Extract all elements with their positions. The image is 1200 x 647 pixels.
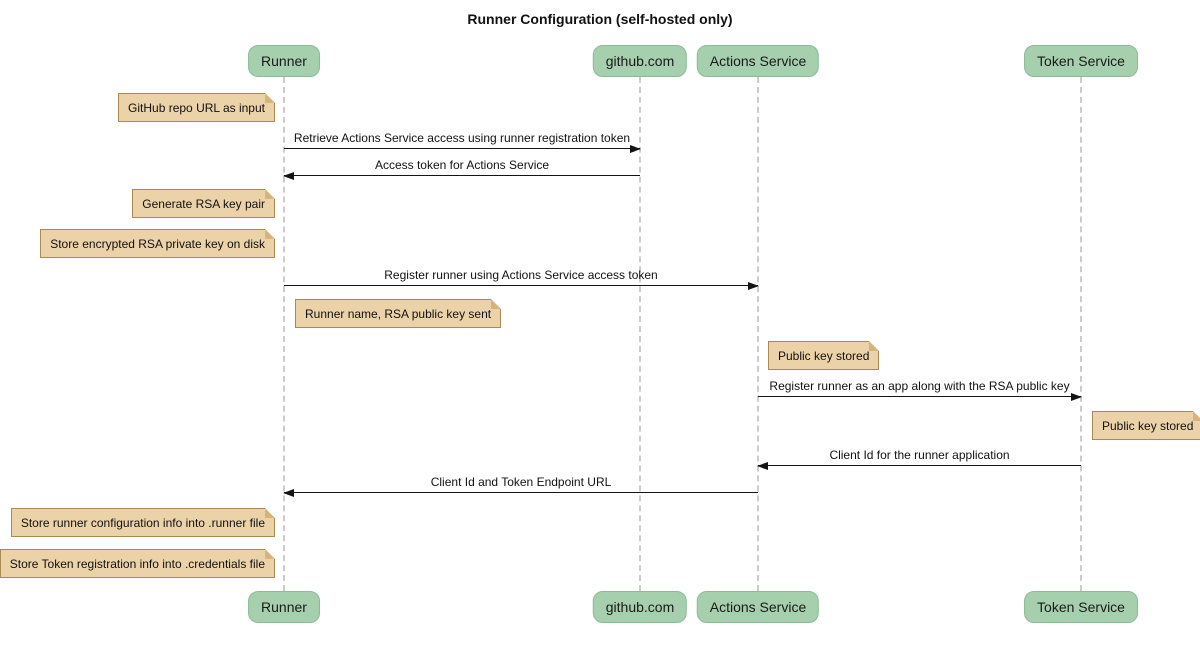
participant-github-top: github.com xyxy=(592,45,688,77)
participant-runner-top: Runner xyxy=(248,45,320,77)
note-runner-name-public-key-sent: Runner name, RSA public key sent xyxy=(295,299,502,328)
note-public-key-stored-actions: Public key stored xyxy=(768,341,880,370)
lifeline-github xyxy=(639,77,641,591)
participant-actions-service-bottom: Actions Service xyxy=(696,591,820,623)
message-arrow-token-to-actions xyxy=(757,462,1081,470)
lifeline-actions-service xyxy=(757,77,759,591)
note-store-credentials-file: Store Token registration info into .cred… xyxy=(0,549,276,578)
note-generate-rsa-key-pair: Generate RSA key pair xyxy=(132,189,275,218)
participant-token-service-bottom: Token Service xyxy=(1024,591,1138,623)
participant-token-service-top: Token Service xyxy=(1024,45,1138,77)
participant-github-bottom: github.com xyxy=(592,591,688,623)
message-label-access-token: Access token for Actions Service xyxy=(374,158,550,172)
note-store-private-key: Store encrypted RSA private key on disk xyxy=(40,229,275,258)
message-arrow-actions-to-runner xyxy=(283,489,758,497)
note-github-repo-url: GitHub repo URL as input xyxy=(118,93,275,122)
message-label-register-runner: Register runner using Actions Service ac… xyxy=(384,268,658,282)
message-arrow-runner-to-github xyxy=(284,145,641,153)
diagram-title: Runner Configuration (self-hosted only) xyxy=(467,11,733,27)
message-arrow-runner-to-actions xyxy=(284,282,759,290)
note-store-runner-file: Store runner configuration info into .ru… xyxy=(10,508,276,537)
message-label-client-id-endpoint: Client Id and Token Endpoint URL xyxy=(430,475,612,489)
participant-actions-service-top: Actions Service xyxy=(696,45,820,77)
lifeline-token-service xyxy=(1080,77,1082,591)
participant-runner-bottom: Runner xyxy=(248,591,320,623)
lifeline-runner xyxy=(283,77,285,591)
note-public-key-stored-token: Public key stored xyxy=(1092,411,1200,440)
message-label-register-app: Register runner as an app along with the… xyxy=(769,379,1070,393)
message-label-retrieve-access: Retrieve Actions Service access using ru… xyxy=(293,131,631,145)
message-arrow-github-to-runner xyxy=(283,172,640,180)
message-label-client-id: Client Id for the runner application xyxy=(829,448,1010,462)
message-arrow-actions-to-token xyxy=(758,393,1082,401)
